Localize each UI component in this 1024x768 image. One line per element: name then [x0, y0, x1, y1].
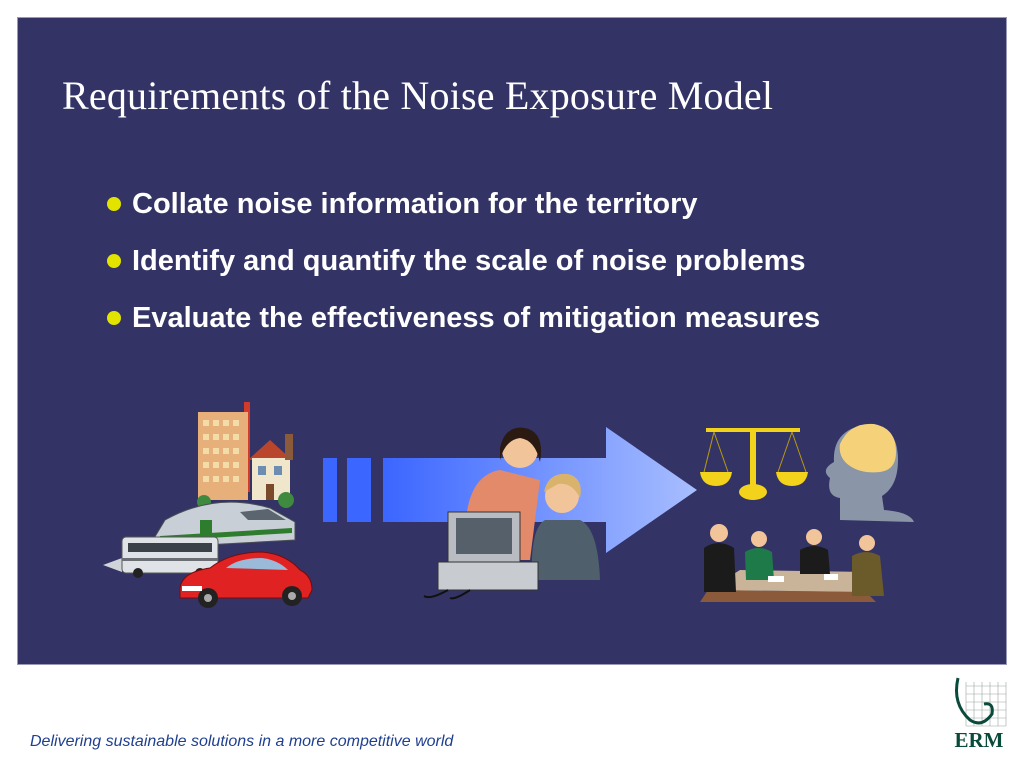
- bullet-text: Collate noise information for the territ…: [132, 188, 698, 220]
- head-brain-icon: [825, 423, 914, 522]
- bullet-item: Identify and quantify the scale of noise…: [104, 240, 820, 297]
- bullet-list: Collate noise information for the territ…: [104, 183, 820, 354]
- meeting-icon: [700, 524, 884, 602]
- footer-tagline: Delivering sustainable solutions in a mo…: [30, 733, 454, 750]
- bullet-dot-icon: [107, 311, 121, 325]
- bullet-dot-icon: [107, 254, 121, 268]
- bullet-item: Evaluate the effectiveness of mitigation…: [104, 297, 820, 354]
- car-icon: [179, 551, 313, 608]
- buildings-icon: [197, 402, 294, 509]
- bullet-item: Collate noise information for the territ…: [104, 183, 820, 240]
- erm-logo-text: ERM: [954, 728, 1004, 752]
- bullet-dot-icon: [107, 197, 121, 211]
- scales-icon: [700, 428, 808, 500]
- bullet-text: Evaluate the effectiveness of mitigation…: [132, 302, 821, 334]
- erm-logo-icon: [955, 677, 1007, 727]
- slide-title: Requirements of the Noise Exposure Model: [62, 73, 774, 118]
- computer-icon: [423, 511, 539, 600]
- bullet-text: Identify and quantify the scale of noise…: [132, 245, 806, 277]
